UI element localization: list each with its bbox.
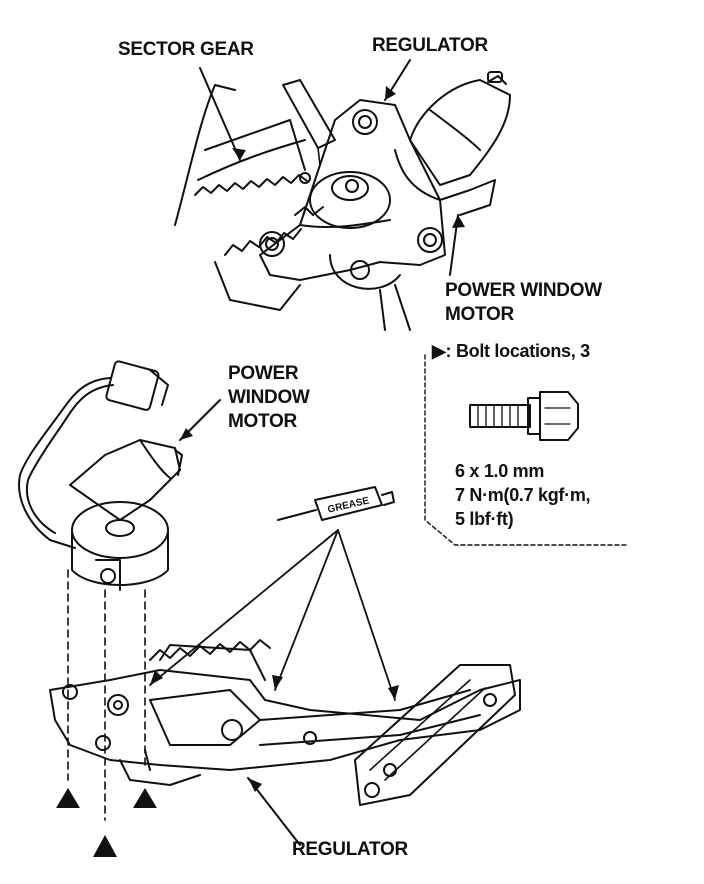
bolt-marker-3 (93, 835, 117, 857)
motor-mid-label-line2: WINDOW (228, 387, 310, 408)
bottom-regulator-assembly (18, 360, 521, 806)
bottom-regulator-plate (49, 669, 521, 771)
grease-leader-lines (149, 529, 396, 701)
motor-mid-label-line3: MOTOR (228, 411, 297, 432)
bolt-alignment-lines (67, 569, 146, 821)
regulator-top-label: REGULATOR (372, 35, 488, 56)
motor-top-label-line1: POWER WINDOW (445, 280, 602, 301)
grease-tube (277, 486, 395, 521)
bolt-location-markers (56, 788, 157, 857)
bolt-locations-title: ▶: Bolt locations, 3 (432, 341, 590, 361)
bolt-spec-box (424, 354, 629, 546)
top-regulator-plate (259, 99, 446, 281)
motor-top-label-line2: MOTOR (445, 304, 514, 325)
top-regulator-assembly (174, 71, 511, 331)
motor-wire (18, 377, 111, 549)
top-bolt-2 (259, 231, 285, 257)
top-power-window-motor (394, 71, 511, 216)
sector-gear-label: SECTOR GEAR (118, 39, 254, 60)
flange-bolt-icon (469, 391, 579, 441)
regulator-bottom-label: REGULATOR (292, 839, 408, 860)
bolt-spec-torque-nm: 7 N·m(0.7 kgf·m, (455, 485, 591, 505)
bolt-spec-torque-lbf: 5 lbf·ft) (455, 509, 514, 529)
motor-connector (105, 360, 169, 411)
bolt-marker-1 (56, 788, 80, 808)
motor-mid-label-line1: POWER (228, 363, 299, 384)
bottom-power-window-motor (69, 439, 183, 591)
top-bolt-1 (352, 109, 378, 135)
greasing-tool (282, 79, 336, 166)
top-bolt-3 (417, 227, 443, 253)
sash-channel (354, 664, 516, 806)
bolt-spec-size: 6 x 1.0 mm (455, 461, 545, 481)
bolt-marker-2 (133, 788, 157, 808)
sector-gear-teeth (194, 174, 308, 196)
